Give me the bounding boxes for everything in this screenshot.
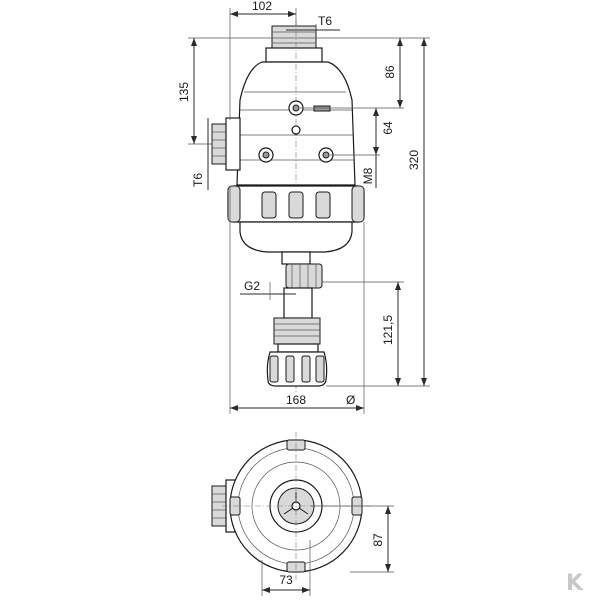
- dim-64: 64: [381, 121, 395, 135]
- bolt-left: [258, 147, 274, 163]
- side-view: [211, 20, 365, 392]
- dim-87: 87: [371, 533, 385, 547]
- dim-thread-top: T6: [318, 14, 332, 28]
- lower-collar: [277, 343, 319, 353]
- dim-102: 102: [252, 0, 272, 13]
- dim-bolt: M8: [361, 167, 375, 184]
- bolt-top: [288, 100, 304, 116]
- dim-thread-side: T6: [191, 173, 205, 187]
- arrowheads: [191, 11, 427, 411]
- dim-135: 135: [177, 82, 191, 102]
- dim-168: 168: [286, 393, 306, 407]
- dimension-lines-side: [188, 8, 430, 414]
- stem-tube: [283, 287, 313, 319]
- dim-diameter: Ø: [346, 393, 355, 407]
- brand-logo: K: [566, 571, 584, 596]
- lower-thread: [273, 317, 321, 345]
- indicator: [291, 125, 301, 135]
- stem-collar: [281, 251, 311, 265]
- drain-knob: [266, 351, 328, 387]
- side-inlet-flange: [225, 117, 241, 171]
- dimension-lines-bottom: [261, 505, 394, 596]
- filter-bowl: [239, 221, 353, 253]
- top-collar: [265, 47, 323, 63]
- top-outlet: [271, 25, 317, 49]
- dim-73: 73: [279, 573, 293, 587]
- dim-320: 320: [407, 150, 421, 170]
- dim-86: 86: [383, 65, 397, 79]
- side-inlet-thread: [211, 123, 227, 165]
- dim-thread-bottom: G2: [244, 279, 260, 293]
- dim-121-5: 121,5: [381, 315, 395, 345]
- drain-valve-top: [285, 263, 323, 289]
- bolt-right: [318, 147, 334, 163]
- brand-plate: [313, 105, 331, 112]
- brand-logo-letter: K: [566, 571, 584, 596]
